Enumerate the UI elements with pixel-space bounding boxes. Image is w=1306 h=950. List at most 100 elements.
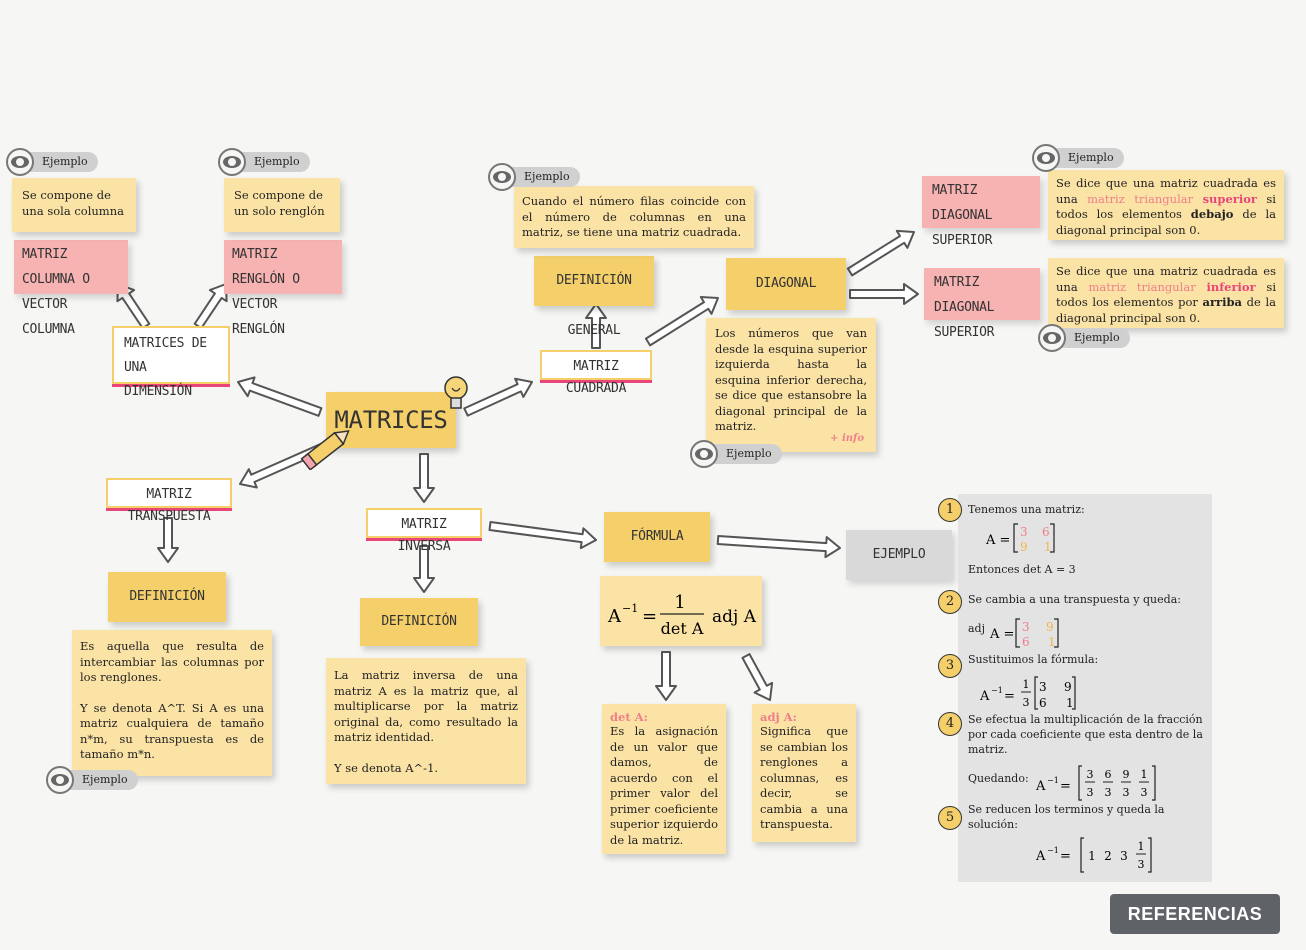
svg-text:6: 6 xyxy=(1039,696,1047,710)
column-matrix-node[interactable]: MATRIZ COLUMNA O VECTOR COLUMNA xyxy=(14,240,128,337)
references-button[interactable]: REFERENCIAS xyxy=(1110,894,1280,934)
arrow-to-transpose-def xyxy=(157,517,179,563)
svg-text:A: A xyxy=(979,689,990,704)
more-info-link[interactable]: + info xyxy=(830,433,864,444)
transpose-def-text: Es aquella que resulta de intercambiar l… xyxy=(72,630,272,776)
general-def-text: Cuando el número filas coincide con el n… xyxy=(514,186,754,248)
svg-text:A: A xyxy=(607,606,622,627)
example-tag-transpose[interactable]: Ejemplo xyxy=(46,766,138,794)
example-tag-column[interactable]: Ejemplo xyxy=(6,148,98,176)
svg-text:A =: A = xyxy=(985,533,1010,548)
step-5-text: Se reducen los terminos y queda la soluc… xyxy=(968,803,1165,831)
svg-text:3: 3 xyxy=(1141,786,1148,799)
svg-text:6: 6 xyxy=(1105,768,1112,781)
step-4-text: Se efectua la multiplicación de la fracc… xyxy=(968,713,1203,756)
svg-text:1: 1 xyxy=(674,592,685,613)
svg-text:3: 3 xyxy=(1105,786,1112,799)
svg-text:A =: A = xyxy=(989,627,1014,642)
svg-text:2: 2 xyxy=(1104,849,1112,863)
row-matrix-node[interactable]: MATRIZ RENGLÓN O VECTOR RENGLÓN xyxy=(224,240,342,337)
diagonal-node[interactable]: DIAGONAL PRINCIPAL xyxy=(726,258,846,343)
arrow-to-row xyxy=(193,283,228,330)
svg-text:9: 9 xyxy=(1046,620,1054,634)
arrow-to-adj xyxy=(741,653,774,701)
step-4-result-label: Quedando: xyxy=(968,772,1029,785)
center-node[interactable]: MATRICES xyxy=(326,392,456,448)
step-2: 2 xyxy=(938,590,962,614)
svg-text:1: 1 xyxy=(1066,696,1074,710)
example-tag-lower[interactable]: Ejemplo xyxy=(1038,324,1130,352)
example-tag-upper[interactable]: Ejemplo xyxy=(1032,144,1124,172)
upper-diagonal-node[interactable]: MATRIZ DIAGONAL SUPERIOR xyxy=(922,176,1040,248)
svg-text:−1: −1 xyxy=(1047,846,1059,855)
arrow-to-example xyxy=(716,535,841,559)
svg-text:3: 3 xyxy=(1020,525,1028,539)
matrix-adj: A = 3 9 6 1 xyxy=(989,618,1059,649)
svg-text:6: 6 xyxy=(1042,525,1050,539)
inverse-node[interactable]: MATRIZ INVERSA xyxy=(366,508,482,554)
eye-icon xyxy=(1038,324,1066,352)
svg-text:9: 9 xyxy=(1123,768,1130,781)
svg-text:3: 3 xyxy=(1138,858,1145,871)
transpose-node[interactable]: MATRIZ TRANSPUESTA xyxy=(106,478,232,524)
eye-icon xyxy=(6,148,34,176)
svg-text:=: = xyxy=(1004,689,1015,704)
arrow-to-diagonal xyxy=(644,296,719,347)
inverse-def-node[interactable]: DEFINICIÓN xyxy=(360,598,478,646)
svg-text:3: 3 xyxy=(1022,620,1030,634)
step-1: 1 xyxy=(938,498,962,522)
svg-text:−1: −1 xyxy=(991,686,1003,695)
svg-text:1: 1 xyxy=(1138,840,1145,853)
square-matrix-node[interactable]: MATRIZ CUADRADA xyxy=(540,350,652,396)
example-tag-row[interactable]: Ejemplo xyxy=(218,148,310,176)
arrow-to-square xyxy=(463,377,533,417)
formula-box: A−1 = 1 det A adj A xyxy=(600,576,762,646)
svg-text:adj A: adj A xyxy=(712,607,757,627)
svg-text:1: 1 xyxy=(1141,768,1148,781)
step-1-det: Entonces det A = 3 xyxy=(968,563,1076,576)
row-matrix-desc: Se compone de un solo renglón xyxy=(224,178,340,232)
svg-text:−1: −1 xyxy=(1047,776,1059,785)
example-panel xyxy=(958,494,1212,882)
svg-text:3: 3 xyxy=(1023,696,1030,709)
svg-text:3: 3 xyxy=(1087,786,1094,799)
svg-text:=: = xyxy=(1060,779,1071,794)
example-node[interactable]: EJEMPLO xyxy=(846,530,952,580)
arrow-to-one-dim xyxy=(237,376,323,417)
transpose-def-node[interactable]: DEFINICIÓN xyxy=(108,572,226,622)
svg-text:1: 1 xyxy=(1088,849,1096,863)
svg-text:3: 3 xyxy=(1087,768,1094,781)
step-1-text: Tenemos una matriz: xyxy=(968,503,1085,516)
lightbulb-icon xyxy=(444,376,468,409)
step-5: 5 xyxy=(938,806,962,830)
arrow-to-upper xyxy=(846,229,915,277)
formula-node[interactable]: FÓRMULA xyxy=(604,512,710,562)
svg-text:3: 3 xyxy=(1039,680,1047,694)
step-4: 4 xyxy=(938,712,962,736)
svg-text:−1: −1 xyxy=(622,602,638,615)
diagonal-text: Los números que van desde la esquina sup… xyxy=(706,318,876,452)
step-3: 3 xyxy=(938,654,962,678)
general-def-node[interactable]: DEFINICIÓN GENERAL xyxy=(534,256,654,338)
one-dimension-node[interactable]: MATRICES DE UNA DIMENSIÓN xyxy=(112,326,230,399)
center-title: MATRICES xyxy=(334,406,448,434)
arrow-to-formula xyxy=(488,521,597,550)
step-2-text: Se cambia a una transpuesta y queda: xyxy=(968,593,1181,606)
matrix-multiplied: A−1 = 33 63 93 13 xyxy=(1035,765,1156,801)
svg-text:=: = xyxy=(642,606,657,627)
adj-text: adj A: Significa que se cambian los reng… xyxy=(752,704,856,842)
step-3-text: Sustituimos la fórmula: xyxy=(968,653,1099,666)
arrow-to-det xyxy=(655,651,677,701)
arrow-to-inverse xyxy=(413,453,435,503)
eye-icon xyxy=(488,163,516,191)
lower-diagonal-node[interactable]: MATRIZ DIAGONAL SUPERIOR xyxy=(924,268,1040,340)
svg-text:1: 1 xyxy=(1048,635,1056,649)
svg-text:A: A xyxy=(1035,849,1046,864)
svg-text:6: 6 xyxy=(1022,635,1030,649)
adj-prefix: adj xyxy=(968,622,986,635)
svg-text:9: 9 xyxy=(1064,680,1072,694)
example-tag-square[interactable]: Ejemplo xyxy=(488,163,580,191)
example-tag-diagonal[interactable]: Ejemplo xyxy=(690,440,782,468)
arrow-to-lower xyxy=(849,283,919,305)
